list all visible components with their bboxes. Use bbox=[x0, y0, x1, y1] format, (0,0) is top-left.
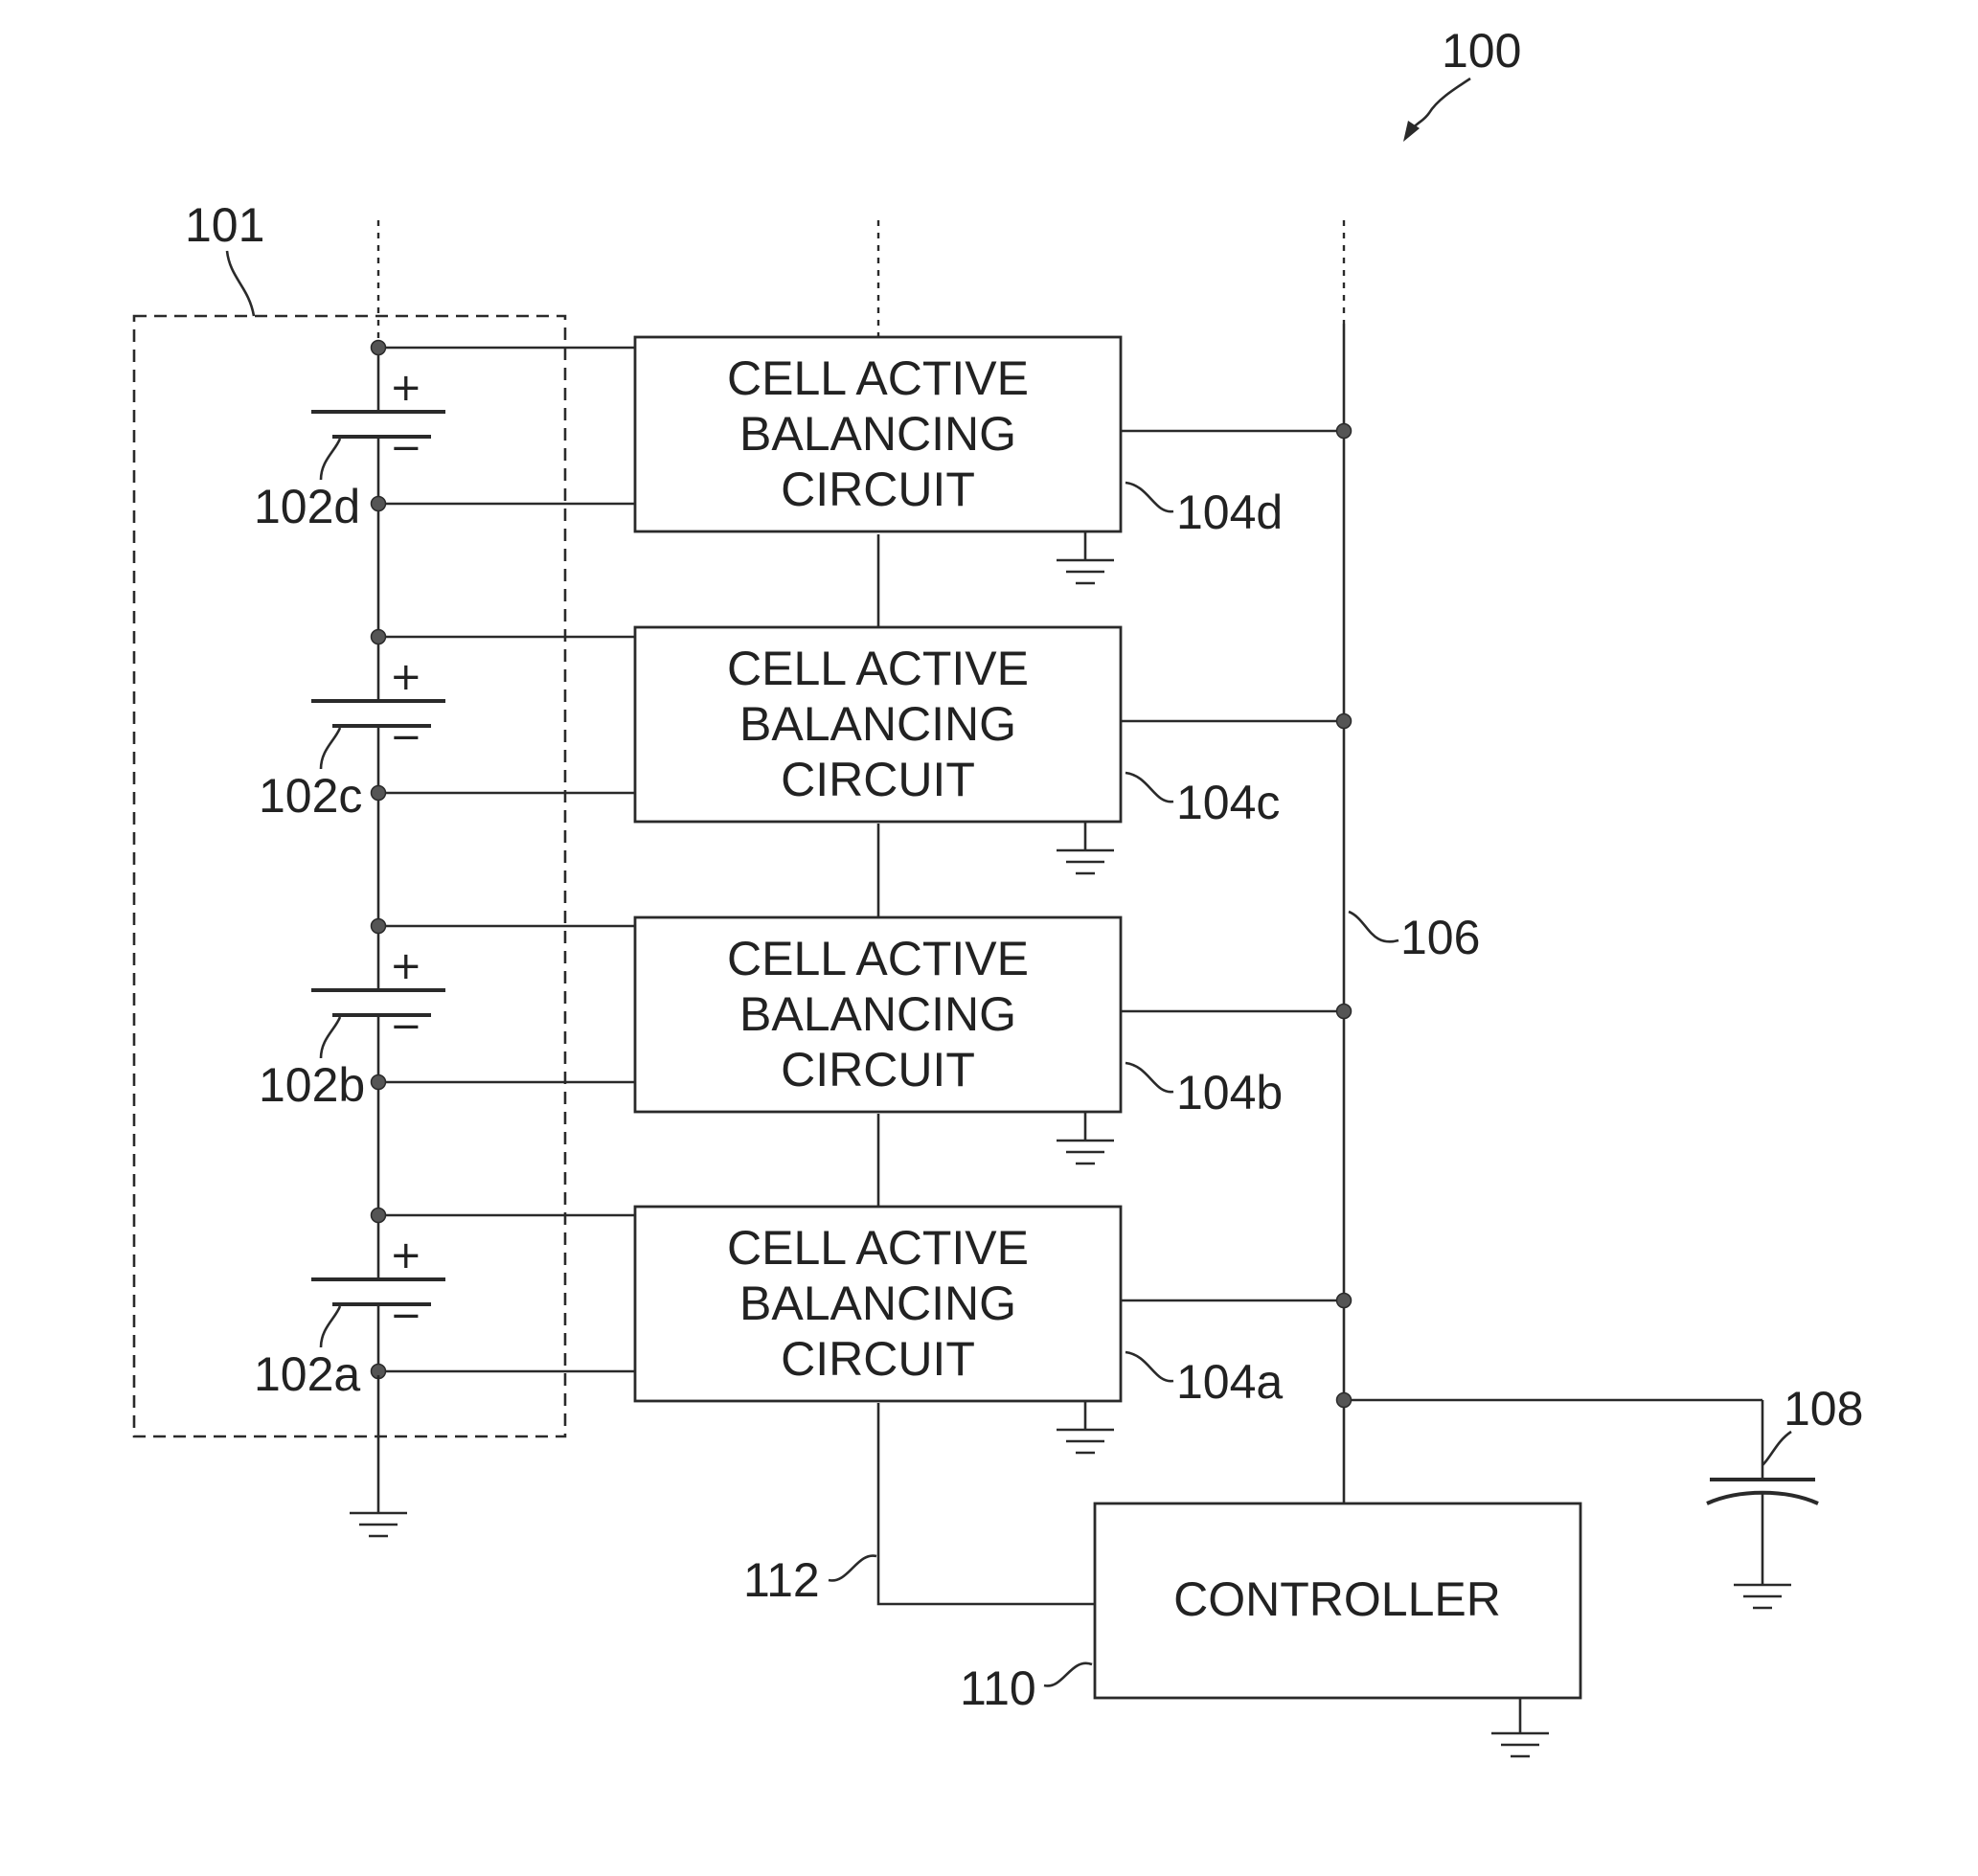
bus-junction-node bbox=[1337, 424, 1352, 439]
circuit-label: 104c bbox=[1176, 776, 1280, 829]
circuit-text-line: BALANCING bbox=[739, 1277, 1016, 1330]
circuit-label-leader bbox=[1125, 483, 1173, 511]
energy-bus-label: 106 bbox=[1400, 911, 1480, 964]
cell-bottom-node bbox=[372, 497, 386, 511]
control-line bbox=[878, 1403, 1095, 1604]
circuit-text-line: CELL ACTIVE bbox=[727, 351, 1029, 405]
cell-minus-sign: − bbox=[390, 1294, 422, 1338]
cell-label: 102b bbox=[259, 1058, 365, 1112]
battery-pack-leader bbox=[227, 251, 254, 316]
balancing-circuit-104a: CELL ACTIVEBALANCINGCIRCUIT 104a bbox=[635, 1207, 1352, 1453]
figure-ref-arrow bbox=[1410, 79, 1470, 132]
circuit-text-line: CIRCUIT bbox=[781, 753, 975, 806]
circuit-text-line: BALANCING bbox=[739, 697, 1016, 751]
controller-text: CONTROLLER bbox=[1173, 1572, 1501, 1626]
circuit-label-leader bbox=[1125, 773, 1173, 802]
cell-plus-sign: + bbox=[390, 655, 422, 699]
circuit-text-line: CELL ACTIVE bbox=[727, 1221, 1029, 1275]
cell-minus-sign: − bbox=[390, 715, 422, 759]
cell-label: 102d bbox=[254, 480, 360, 533]
cell-minus-sign: − bbox=[390, 1005, 422, 1049]
cell-plus-sign: + bbox=[390, 366, 422, 410]
cells-layer: +−102d+−102c+−102b+−102a bbox=[254, 341, 635, 1402]
controller-leader bbox=[1044, 1663, 1092, 1686]
battery-cell-102a: + −102a bbox=[254, 1209, 635, 1402]
battery-pack-label: 101 bbox=[185, 198, 264, 252]
circuit-text-line: CIRCUIT bbox=[781, 1332, 975, 1386]
circuit-text-line: CELL ACTIVE bbox=[727, 932, 1029, 985]
capacitor-label: 108 bbox=[1784, 1382, 1863, 1435]
circuits-layer: CELL ACTIVEBALANCINGCIRCUIT104dCELL ACTI… bbox=[635, 337, 1352, 1453]
circuit-text-line: CIRCUIT bbox=[781, 1043, 975, 1096]
bus-junction-node bbox=[1337, 1005, 1352, 1019]
figure-ref-label: 100 bbox=[1442, 24, 1521, 78]
energy-bus-leader bbox=[1349, 912, 1398, 941]
bus-junction-node bbox=[1337, 1294, 1352, 1308]
cell-label: 102a bbox=[254, 1347, 360, 1401]
cell-label: 102c bbox=[259, 769, 362, 823]
balancing-circuit-104b: CELL ACTIVEBALANCINGCIRCUIT 104b bbox=[635, 917, 1352, 1164]
cell-top-node bbox=[372, 341, 386, 355]
circuit-text-line: BALANCING bbox=[739, 987, 1016, 1041]
cell-bottom-node bbox=[372, 1075, 386, 1090]
circuit-label-leader bbox=[1125, 1352, 1173, 1381]
circuit-ground-icon bbox=[1057, 560, 1114, 583]
cell-label-leader bbox=[321, 1017, 340, 1058]
cell-top-node bbox=[372, 1209, 386, 1223]
circuit-text-line: CIRCUIT bbox=[781, 463, 975, 516]
control-line-label: 112 bbox=[743, 1553, 820, 1607]
circuit-text-line: CELL ACTIVE bbox=[727, 642, 1029, 695]
battery-cell-102c: + −102c bbox=[259, 630, 635, 927]
cell-label-leader bbox=[321, 439, 340, 480]
cell-plus-sign: + bbox=[390, 944, 422, 988]
circuit-label: 104d bbox=[1176, 486, 1283, 539]
control-line-leader bbox=[829, 1556, 876, 1581]
stack-ground-icon bbox=[350, 1513, 407, 1536]
cell-top-node bbox=[372, 919, 386, 934]
cell-label-leader bbox=[321, 1306, 340, 1347]
circuit-ground-icon bbox=[1057, 1141, 1114, 1164]
cell-label-leader bbox=[321, 728, 340, 769]
circuit-label-leader bbox=[1125, 1063, 1173, 1092]
bus-junction-node bbox=[1337, 714, 1352, 729]
controller-ground-icon bbox=[1491, 1733, 1549, 1756]
balancing-circuit-104d: CELL ACTIVEBALANCINGCIRCUIT 104d bbox=[635, 337, 1352, 583]
capacitor-junction-node bbox=[1337, 1393, 1352, 1408]
capacitor-ground-icon bbox=[1734, 1585, 1791, 1608]
capacitor-leader bbox=[1762, 1432, 1791, 1465]
battery-cell-102b: + −102b bbox=[259, 919, 635, 1216]
cell-bottom-node bbox=[372, 786, 386, 801]
battery-cell-102d: + −102d bbox=[254, 341, 635, 638]
controller-label: 110 bbox=[960, 1661, 1036, 1715]
cell-plus-sign: + bbox=[390, 1233, 422, 1277]
circuit-label: 104b bbox=[1176, 1066, 1283, 1119]
circuit-label: 104a bbox=[1176, 1355, 1283, 1409]
circuit-ground-icon bbox=[1057, 850, 1114, 873]
circuit-text-line: BALANCING bbox=[739, 407, 1016, 461]
cell-minus-sign: − bbox=[390, 426, 422, 470]
circuit-ground-icon bbox=[1057, 1430, 1114, 1453]
balancing-circuit-104c: CELL ACTIVEBALANCINGCIRCUIT 104c bbox=[635, 627, 1352, 873]
cell-top-node bbox=[372, 630, 386, 644]
